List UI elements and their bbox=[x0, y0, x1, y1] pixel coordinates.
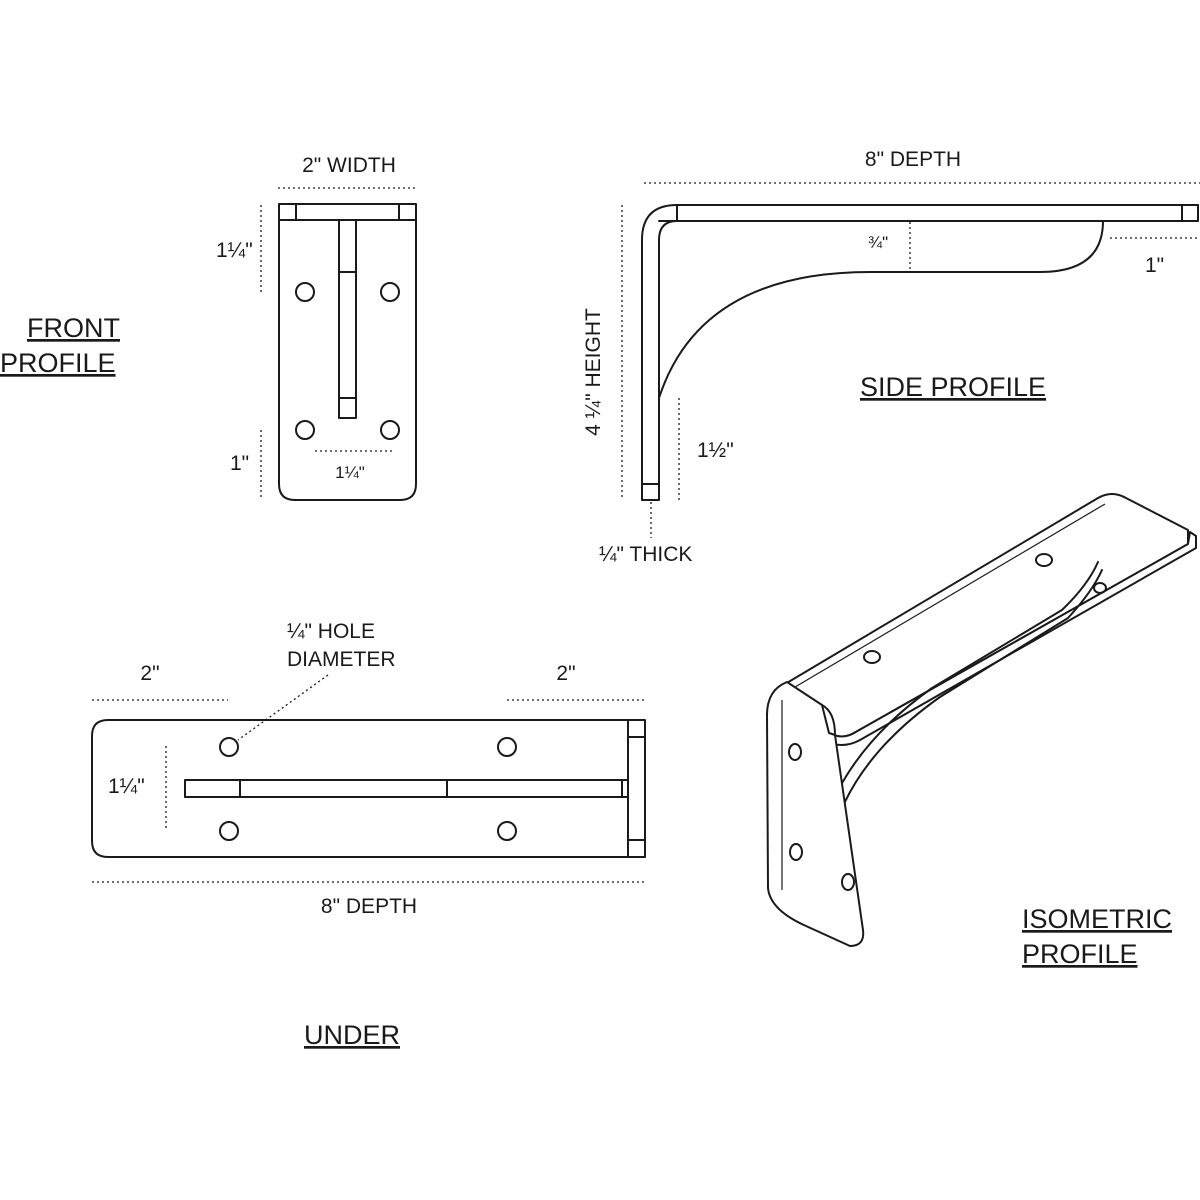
under-right-label: 2" bbox=[556, 662, 575, 685]
front-profile-title-line1: FRONT bbox=[27, 313, 120, 343]
iso-shelf-hole-2 bbox=[863, 650, 881, 664]
isometric-title-line2: PROFILE bbox=[1022, 939, 1138, 969]
iso-shelf-top-face bbox=[774, 493, 1189, 738]
side-web-label: ¾" bbox=[868, 233, 888, 252]
front-hole-bottom-left bbox=[295, 420, 315, 440]
front-hole-top-right bbox=[380, 282, 400, 302]
iso-plate-hole-3 bbox=[841, 873, 855, 891]
side-lower-label: 1½" bbox=[697, 439, 734, 462]
under-view-title: UNDER bbox=[304, 1020, 400, 1050]
under-center-web bbox=[184, 779, 629, 798]
under-hole-leader bbox=[237, 674, 329, 741]
iso-wall-plate-edge bbox=[821, 704, 836, 736]
side-height-label: 4 ¼" HEIGHT bbox=[582, 308, 605, 436]
front-width-label: 2" WIDTH bbox=[302, 154, 396, 177]
under-hole-label-line1: ¼" HOLE bbox=[287, 620, 375, 643]
iso-plate-hole-2 bbox=[789, 843, 803, 861]
under-hole-bottom-left bbox=[219, 821, 239, 841]
front-bracket-outline bbox=[278, 203, 417, 501]
under-bracket-outline bbox=[91, 719, 646, 858]
front-hole-top-left bbox=[295, 282, 315, 302]
front-top-dimension-label: 1¼" bbox=[216, 239, 253, 262]
under-hole-top-left bbox=[219, 737, 239, 757]
under-hole-top-right bbox=[497, 737, 517, 757]
under-spacing-label: 1¼" bbox=[108, 775, 145, 798]
front-bottom-dimension-label: 1" bbox=[230, 452, 249, 475]
iso-plate-hole-1 bbox=[788, 743, 802, 761]
front-center-web bbox=[338, 219, 357, 419]
front-hole-bottom-right bbox=[380, 420, 400, 440]
isometric-title-line1: ISOMETRIC bbox=[1022, 904, 1172, 934]
front-profile-title-line2: PROFILE bbox=[0, 348, 116, 378]
under-depth-label: 8" DEPTH bbox=[321, 895, 417, 918]
under-hole-label-line2: DIAMETER bbox=[287, 648, 396, 671]
under-view: ¼" HOLE DIAMETER 2" 2" 1¼" 8" DEPTH UNDE… bbox=[91, 620, 646, 1050]
front-hole-spacing-label: 1¼" bbox=[335, 463, 365, 482]
iso-shelf-hole-3 bbox=[1093, 582, 1107, 594]
isometric-profile-view: ISOMETRIC PROFILE bbox=[766, 493, 1197, 969]
under-hole-bottom-right bbox=[497, 821, 517, 841]
iso-shelf-hole-1 bbox=[1035, 553, 1053, 567]
side-tip-label: 1" bbox=[1145, 254, 1164, 277]
side-thick-label: ¼" THICK bbox=[599, 543, 692, 566]
side-depth-label: 8" DEPTH bbox=[865, 148, 961, 171]
side-inner-corner bbox=[658, 220, 678, 399]
side-bracket-outline bbox=[641, 204, 1199, 501]
side-profile-title: SIDE PROFILE bbox=[860, 372, 1046, 402]
under-left-label: 2" bbox=[140, 662, 159, 685]
iso-shelf-back-edge bbox=[789, 503, 1106, 691]
side-profile-view: 8" DEPTH ¾" 1" 4 ¼" HEIGHT 1½" ¼" THICK … bbox=[582, 148, 1200, 566]
front-profile-view: FRONT PROFILE 2" WIDTH 1¼" 1" 1¼" bbox=[0, 154, 418, 501]
iso-wall-plate bbox=[766, 681, 865, 947]
